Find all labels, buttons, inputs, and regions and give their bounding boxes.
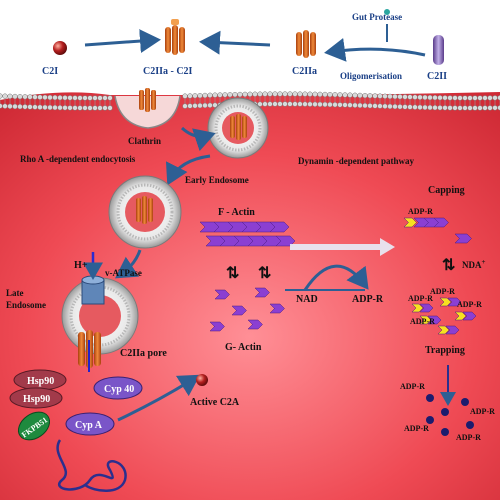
c2iia-c2i-label: C2IIa - C2I [143,66,193,77]
dynamin-label: Dynamin -dependent pathway [298,156,415,166]
g-actin-monomers [209,287,285,332]
capping-label: Capping [428,185,465,196]
c2i-label: C2I [42,66,58,77]
svg-text:Cyp 40: Cyp 40 [104,384,134,395]
c2iia-c2i-complex [165,19,185,55]
hsp90-top: Hsp90 [13,369,67,391]
exchange-arrow-left: ⇅ [226,265,239,282]
plasma-membrane [0,91,500,111]
c2iia-heptamer [296,30,316,58]
active-c2a-ball [196,374,208,386]
c2iia-pore [78,330,101,372]
adp-r-trap2-label: ADP-R [430,287,455,296]
arrow-pit-to-vesicle [180,126,216,152]
arc-nad-reaction [303,264,369,291]
v-atpase-label: v-ATPase [105,268,142,278]
g-actin-label: G- Actin [225,342,262,353]
gut-protease-label: Gut Protease [352,12,402,22]
adp-r-cap-label: ADP-R [408,207,433,216]
arrow-to-capping [290,238,395,256]
unfolded-c2a-chain [56,439,127,492]
adp-r-actin-dots [426,394,474,436]
adp-r-bottom4-label: ADP-R [456,433,481,442]
arrow-to-late-endosome [115,249,142,279]
arrow-to-early-endosome [165,154,211,186]
capped-actin [403,217,472,244]
early-endosome [108,175,182,249]
cyp40-protein: Cyp 40 [93,376,143,400]
adp-r-trap3-label: ADP-R [457,300,482,309]
c2iia-label: C2IIa [292,66,317,77]
budding-vesicle [207,97,269,159]
pit-toxin [139,88,156,112]
adp-r-trap1-label: ADP-R [408,294,433,303]
arrow-c2iia-to-complex [199,30,271,55]
c2ii-protein [433,35,444,65]
c2iia-pore-label: C2IIa pore [120,348,167,359]
adp-r-bottom1-label: ADP-R [400,382,425,391]
svg-text:Hsp90: Hsp90 [27,376,54,387]
svg-text:Hsp90: Hsp90 [23,394,50,405]
hsp90-bottom: Hsp90 [9,387,63,409]
oligomerisation-label: Oligomerisation [340,71,402,81]
adp-r-bottom2-label: ADP-R [470,407,495,416]
c2ii-label: C2II [427,71,447,82]
f-actin-filaments [199,221,296,247]
svg-text:Cyp A: Cyp A [75,420,103,431]
nda-label: NDA+ [462,258,486,270]
active-c2a-label: Active C2A [190,397,240,408]
early-endosome-label: Early Endosome [185,175,249,185]
arrow-oligomerisation [324,38,426,62]
nad-label: NAD [296,294,318,305]
c2i-ball [53,41,67,55]
capping-exchange-arrow: ⇅ [442,257,455,274]
v-atpase-pump [81,275,105,305]
cypa-protein: Cyp A [65,412,115,436]
adp-r-mid-label: ADP-R [352,294,384,305]
exchange-arrow-right: ⇅ [258,265,271,282]
gut-protease-dot [384,9,390,15]
h-plus-label: H+ [74,260,88,271]
trapping-label: Trapping [425,345,465,356]
late-endosome-label-1: Late [6,288,24,298]
late-endosome-label-2: Endosome [6,300,46,310]
adp-r-trap4-label: ADP-R [410,317,435,326]
arrow-to-active-c2a [117,374,201,422]
arrow-c2i-to-complex [84,29,161,54]
clathrin-label: Clathrin [128,136,161,146]
trapped-actin [411,297,477,335]
rhoa-label: Rho A -dependent endocytosis [20,154,136,164]
adp-r-bottom3-label: ADP-R [404,424,429,433]
f-actin-label: F - Actin [218,207,255,218]
